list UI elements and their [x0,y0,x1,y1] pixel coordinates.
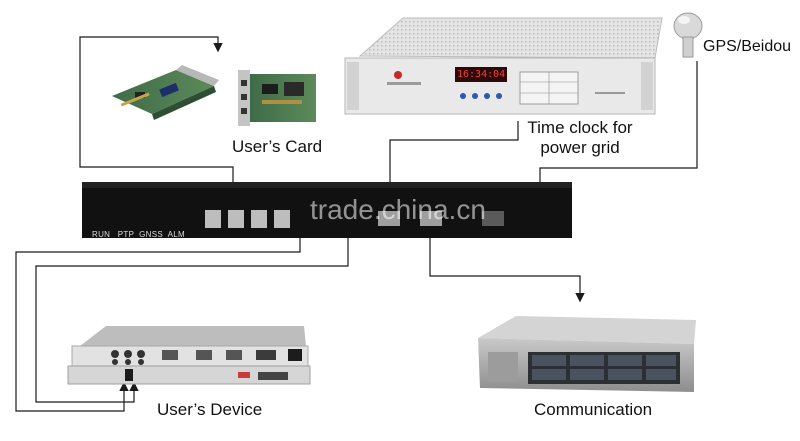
line-device-to-comm [429,238,585,303]
watermark: trade.china.cn [310,194,486,225]
vertical-card-image [238,70,316,126]
line-device-to-user-1 [15,238,301,412]
clock-display: 16:34:04 [457,69,506,80]
pci-card-image [112,65,219,120]
line-card-to-device [79,36,234,182]
users-device-label: User’s Device [157,400,263,419]
line-device-to-user-2 [35,238,349,403]
gps-label: GPS/Beidou [703,38,792,55]
line-gps-to-device [539,61,698,182]
time-clock-label-line1: Time clock for [527,118,633,137]
server-image [478,316,696,392]
users-device-image [67,326,311,385]
main-device [82,182,572,238]
gps-antenna-image [673,12,703,58]
communication-label: Communication [534,400,653,419]
line-clock-to-device [389,121,519,182]
time-clock-label: Time clock for power grid [510,118,650,158]
users-card-label: User’s Card [232,137,323,156]
time-clock-label-line2: power grid [540,138,620,157]
time-clock-image [344,17,663,115]
connection-lines [15,36,698,412]
led-labels: RUN PTP GNSS ALM [92,230,185,239]
